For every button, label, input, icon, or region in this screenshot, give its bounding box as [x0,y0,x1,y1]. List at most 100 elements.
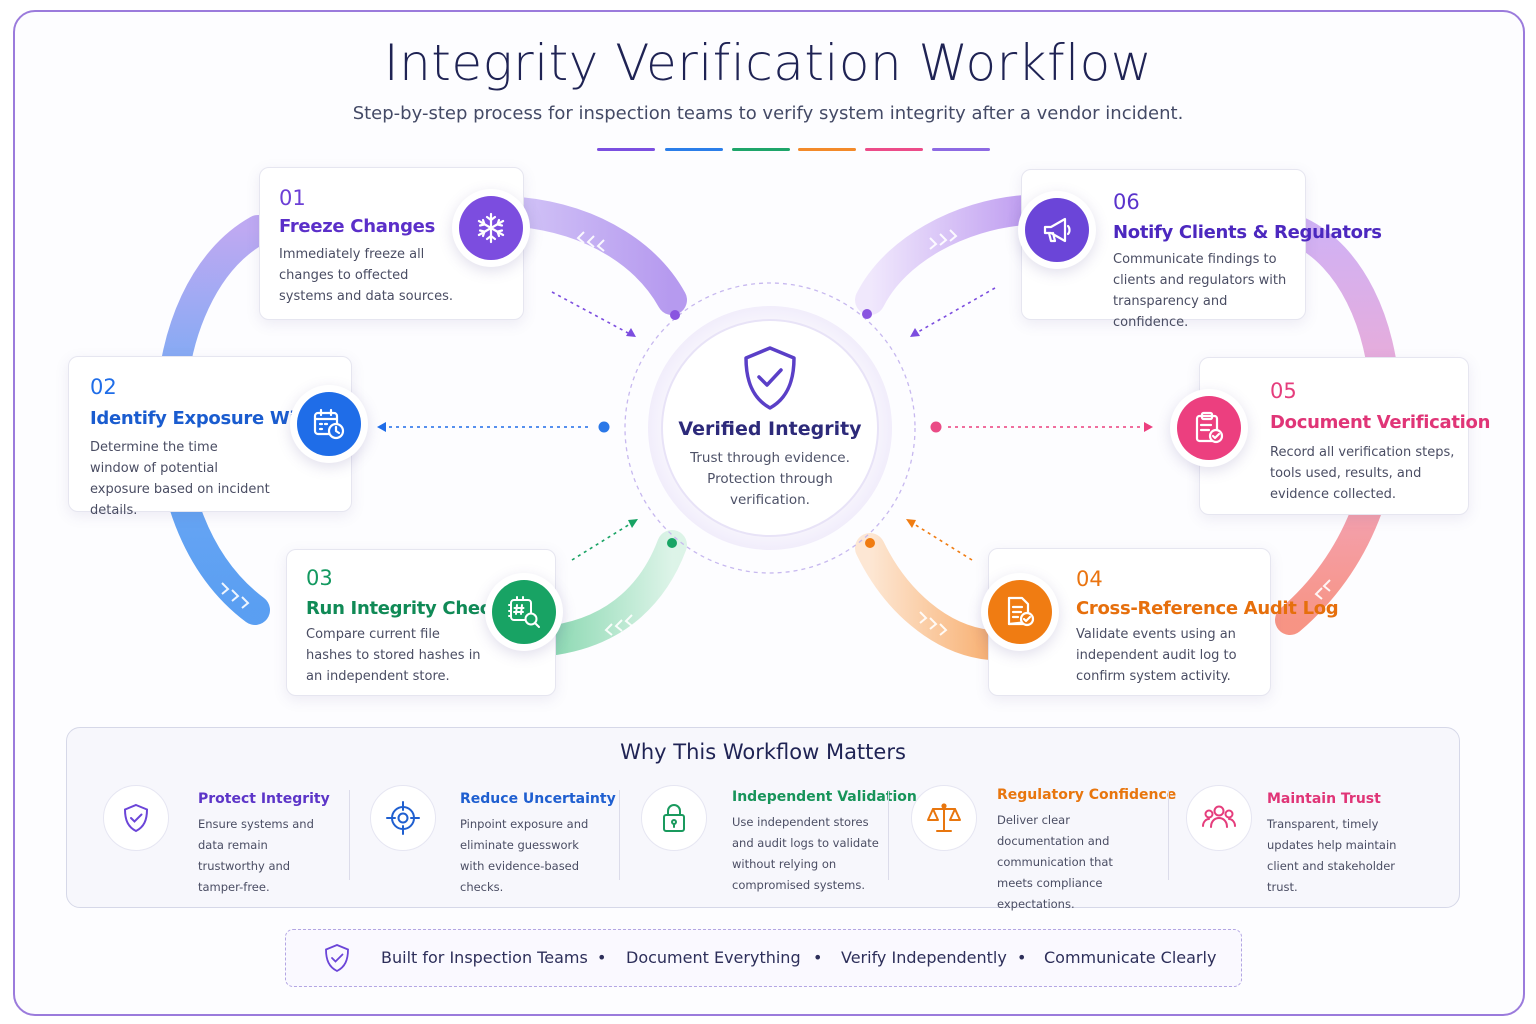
why-item-description: Pinpoint exposure and eliminate guesswor… [460,817,589,894]
why-icon-badge [911,785,977,851]
step-card-05: 05 Document Verification Record all veri… [1199,357,1490,515]
center-circle [661,319,879,537]
people-icon [1202,805,1236,828]
step-icon-badge-01 [452,189,530,267]
flow-chevrons [929,229,958,250]
why-item-title: Reduce Uncertainty [460,791,616,807]
calendar-clock-icon [313,408,345,440]
why-item-title: Protect Integrity [198,791,330,807]
footer-separator: • [813,948,823,967]
step-description: Compare current file hashes to stored ha… [306,627,481,684]
step-icon-badge-06 [1018,191,1096,269]
why-icon-badge [641,785,707,851]
step-title: Cross-Reference Audit Log [1076,598,1339,619]
accent-dash [798,148,856,151]
step-number: 04 [1076,567,1103,591]
connector-dot [862,309,872,319]
footer-separator: • [1017,948,1027,967]
snowflake-icon [477,212,505,244]
shield-check-icon [744,346,796,410]
connector-dot [930,421,942,433]
center-dashed-ring [624,282,916,574]
footer-item: Document Everything [626,948,801,967]
accent-dash [932,148,990,151]
why-item-description: Transparent, timely updates help maintai… [1267,817,1397,894]
arrowhead [377,422,386,432]
step-icon-badge-04 [981,573,1059,651]
connector-dot [865,538,875,548]
flow-chevrons [1314,579,1331,600]
step-title: Freeze Changes [279,216,435,237]
footer-item: Communicate Clearly [1044,948,1217,967]
step-description: Immediately freeze all changes to offect… [279,247,453,304]
step-title: Notify Clients & Regulators [1113,222,1382,243]
connector-arrow [913,523,973,561]
why-icon-badge [1186,785,1252,851]
arrowhead [906,519,916,528]
why-item-description: Deliver clear documentation and communic… [997,813,1113,911]
step-description: Validate events using an independent aud… [1076,627,1237,684]
connector-dot [598,421,610,433]
flow-chevrons [221,582,250,609]
why-title: Why This Workflow Matters [620,740,906,764]
divider [888,790,889,880]
center-description: Trust through evidence. Protection throu… [690,450,850,508]
why-item-title: Maintain Trust [1267,791,1381,807]
why-item-description: Use independent stores and audit logs to… [732,815,879,892]
accent-dash [732,148,790,151]
connector-arrow [917,287,996,333]
loop-arc-bottom-left [540,530,687,655]
loop-arc-top-right [855,195,1040,315]
divider [349,790,350,880]
step-number: 01 [279,186,306,210]
step-icon-badge-05 [1170,389,1248,467]
why-panel: Why This Workflow Matters Protect Integr… [66,727,1460,911]
footer-item: Built for Inspection Teams [381,948,588,967]
center-title: Verified Integrity [678,418,862,440]
why-item-title: Regulatory Confidence [997,787,1177,803]
accent-dash [665,148,723,151]
divider [1168,790,1169,880]
why-item-description: Ensure systems and data remain trustwort… [198,817,314,894]
page-title: Integrity Verification Workflow [383,34,1153,92]
divider [619,790,620,880]
flow-chevrons [919,611,948,636]
page-subtitle: Step-by-step process for inspection team… [352,103,1184,124]
flow-chevrons [576,231,605,252]
step-number: 06 [1113,190,1140,214]
step-title: Identify Exposure Window [90,408,349,429]
shield-check-icon [325,944,349,973]
connector-dot [670,310,680,320]
footer-banner: Built for Inspection Teams • Document Ev… [285,929,1242,987]
connector-arrow [571,523,631,561]
step-card-02: 02 Identify Exposure Window Determine th… [68,356,352,518]
connector-arrow [551,291,629,334]
flow-chevrons [604,614,633,636]
footer-item: Verify Independently [841,948,1007,967]
shield-check-icon [123,803,149,833]
megaphone-icon [1043,217,1071,243]
connector-dot [667,538,677,548]
step-number: 05 [1270,379,1297,403]
step-number: 02 [90,375,117,399]
document-check-icon [1007,596,1035,627]
why-icon-badge [370,785,436,851]
hash-search-icon [508,596,540,628]
crosshair-icon [386,801,420,835]
arrowhead [910,328,920,337]
step-title: Document Verification [1270,412,1491,433]
step-description: Communicate findings to clients and regu… [1113,252,1287,330]
arrowhead [628,519,638,528]
arrowhead [1144,422,1153,432]
step-icon-badge-03 [485,573,563,651]
loop-arc-top-left [505,197,687,315]
lock-icon [663,804,685,832]
why-item-title: Independent Validation [732,789,917,805]
scales-icon [927,803,961,832]
step-number: 03 [306,566,333,590]
loop-arc-bottom-right [855,533,1005,660]
accent-dash [597,148,655,151]
arrowhead [626,328,636,337]
step-icon-badge-02 [290,385,368,463]
